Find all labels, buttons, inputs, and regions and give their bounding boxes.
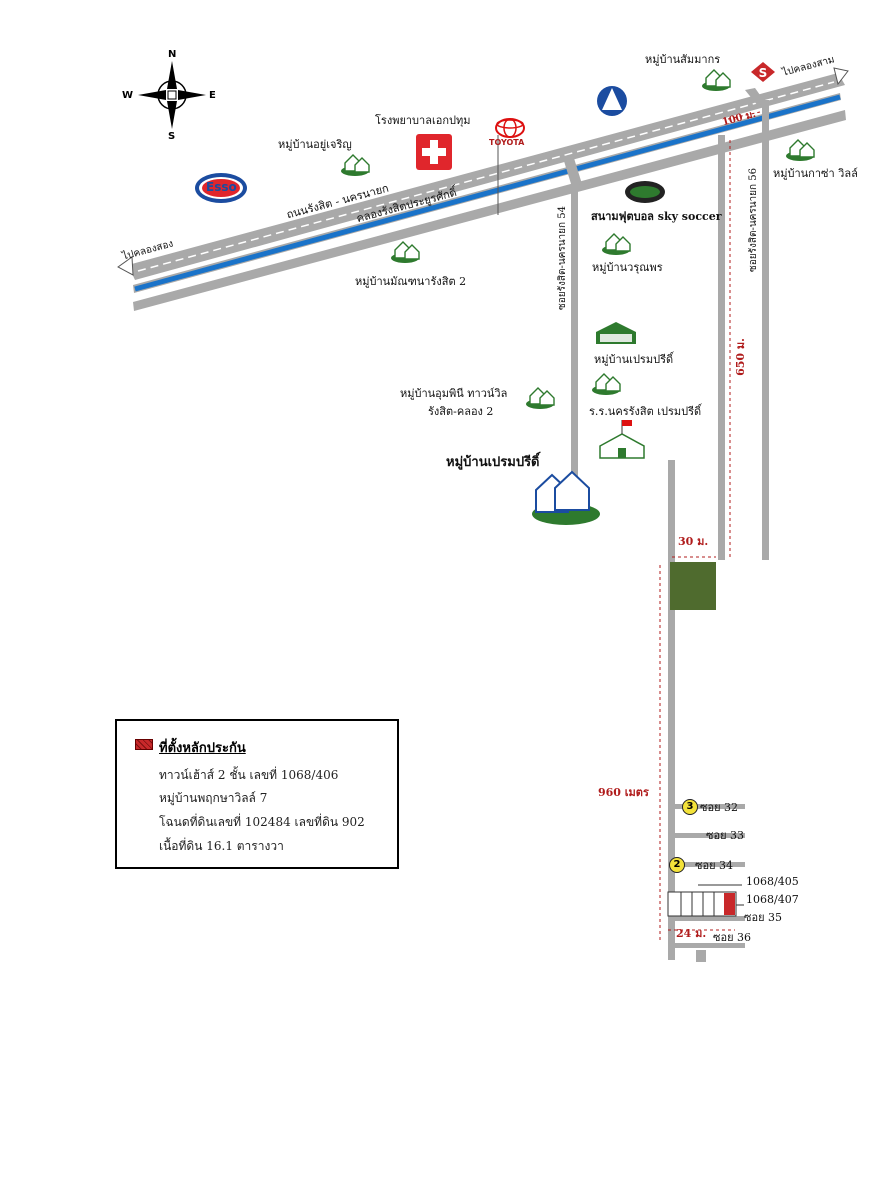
marker-3: 3 (682, 799, 698, 815)
main-road (128, 73, 845, 280)
compass-n: N (168, 49, 177, 60)
soi56-label: ซอยรังสิต-นครนายก 56 (748, 168, 759, 273)
legend-line-3: โฉนดที่ดินเลขที่ 102484 เลขที่ดิน 902 (159, 815, 365, 829)
compass-icon (138, 61, 206, 129)
soi-54-road (563, 155, 582, 485)
green-plot (670, 562, 716, 610)
arrow-east-icon (833, 67, 849, 86)
yuuchaeron-label: หมู่บ้านอยู่เจริญ (278, 138, 352, 151)
collateral-plot (724, 893, 735, 915)
pruksa-label: หมู่บ้านเปรมปรีดิ์ (594, 353, 674, 366)
village-icon (341, 69, 815, 409)
compass-e: E (209, 90, 216, 101)
legend-title: ที่ตั้งหลักประกัน (159, 741, 246, 756)
townhouse-row (667, 891, 737, 917)
soi-56-road (718, 88, 769, 560)
arrow-west-icon (117, 256, 134, 276)
sammakorn-label: หมู่บ้านสัมมากร (645, 53, 721, 66)
school-icon (599, 420, 645, 459)
soi54-label: ซอยรังสิต-นครนายก 54 (557, 206, 568, 311)
prempree-big-label: หมู่บ้านเปรมปรีดิ์ (446, 455, 540, 470)
toyota-logo-icon (495, 118, 525, 138)
legend-line-4: เนื้อที่ดิน 16.1 ตารางวา (159, 839, 284, 853)
toyota-label: TOYOTA (489, 138, 525, 147)
warehouse-icon (596, 322, 636, 344)
distance-960: 960 เมตร (598, 786, 649, 799)
soi33-label: ซอย 33 (706, 829, 745, 842)
distance-30: 30 ม. (678, 535, 709, 548)
large-village-icon (532, 470, 600, 525)
property-soi (668, 460, 745, 962)
svg-text:S: S (759, 66, 768, 80)
soccer-field-icon (625, 181, 665, 203)
distance-lines (659, 111, 761, 940)
soi35-label: ซอย 35 (744, 911, 783, 924)
esso-logo-icon (195, 173, 247, 203)
compass-s: S (168, 131, 176, 142)
legend-box: ที่ตั้งหลักประกัน ทาวน์เฮ้าส์ 2 ชั้น เลข… (115, 719, 399, 869)
hospital-icon (416, 134, 452, 170)
monthana-label: หมู่บ้านมัณฑนารังสิต 2 (355, 275, 467, 288)
soi34-label: ซอย 34 (695, 859, 734, 872)
legend-line-2: หมู่บ้านพฤกษาวิลล์ 7 (159, 791, 268, 805)
house-405-label: 1068/405 (746, 875, 799, 888)
frontage-road (133, 110, 846, 311)
legend-line-1: ทาวน์เฮ้าส์ 2 ชั้น เลขที่ 1068/406 (159, 768, 339, 782)
warunporn-label: หมู่บ้านวรุณพร (592, 261, 663, 274)
kasa-label: หมู่บ้านกาซ่า วิลล์ (773, 167, 858, 180)
umpini-label-1: หมู่บ้านอุมพินี ทาวน์วิล (400, 387, 508, 400)
collateral-swatch-icon (135, 739, 153, 750)
compass-w: W (122, 90, 134, 101)
distance-24: 24 ม. (676, 927, 707, 940)
distance-650: 650 ม. (734, 338, 747, 376)
marker-2: 2 (669, 857, 685, 873)
esso-label: Esso (206, 180, 237, 194)
school-label: ร.ร.นครรังสิต เปรมปรีดิ์ (589, 405, 702, 418)
s-logo-icon: S (751, 62, 775, 82)
umpini-label-2: รังสิต-คลอง 2 (428, 405, 494, 418)
soi32-label: ซอย 32 (700, 801, 739, 814)
soi36-label: ซอย 36 (713, 931, 752, 944)
house-407-label: 1068/407 (746, 893, 799, 906)
canal (133, 93, 841, 293)
sky-soccer-label: สนามฟุตบอล sky soccer (591, 210, 722, 223)
bank-logo-icon (597, 86, 627, 116)
hospital-label: โรงพยาบาลเอกปทุม (375, 114, 471, 127)
